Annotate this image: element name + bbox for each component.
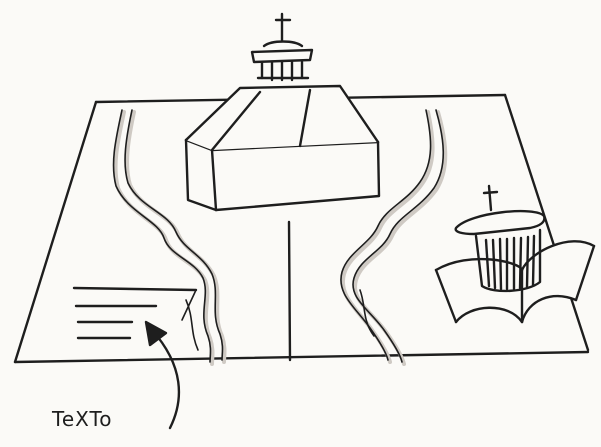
annotation-arrow — [146, 322, 179, 428]
center-road — [289, 222, 290, 360]
texto-label: TeXTo — [51, 407, 113, 431]
text-block-top-line — [74, 288, 196, 290]
main-building — [186, 14, 379, 210]
cross-icon — [276, 14, 290, 40]
text-block-divider — [182, 290, 196, 320]
map-bottom-edge — [15, 352, 588, 362]
cross-icon — [484, 186, 497, 210]
cupola-dome — [264, 42, 302, 47]
cupola-cap — [252, 50, 312, 62]
text-block — [74, 288, 196, 338]
